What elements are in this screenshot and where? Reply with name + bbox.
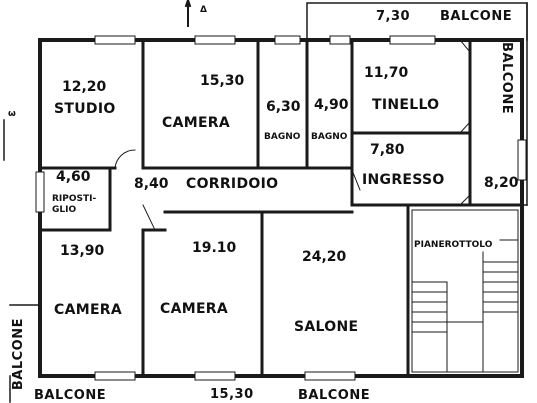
tinello-label: TINELLO: [372, 97, 440, 113]
bagno-2-area: 4,90: [314, 97, 349, 113]
ripostiglio-label: RIPOSTI- GLIO: [52, 194, 97, 215]
camera-top-area: 15,30: [200, 73, 245, 89]
balcony-bottom-label: BALCONE: [298, 388, 371, 403]
north-marker: [184, 0, 192, 27]
ingresso-area: 7,80: [370, 142, 405, 158]
outer-wall: [38, 38, 524, 378]
balcony-bottom-left-label: BALCONE: [34, 388, 107, 403]
camera-bl-label: CAMERA: [54, 302, 123, 318]
bagno-2-label: BAGNO: [311, 132, 348, 142]
staircase: [411, 209, 519, 373]
ripostiglio-area: 4,60: [56, 169, 91, 185]
balcony-right-area: 8,20: [484, 175, 519, 191]
tinello-area: 11,70: [364, 65, 409, 81]
north-marker-symbol: Δ: [200, 5, 207, 15]
windows: [35, 35, 527, 381]
camera-top-label: CAMERA: [162, 115, 231, 131]
corridoio-area: 8,40: [134, 176, 169, 192]
salone-label: SALONE: [294, 319, 359, 335]
balcony-right-label: BALCONE: [499, 42, 514, 115]
balcony-top-label: BALCONE: [440, 9, 513, 24]
interior-walls: [38, 38, 524, 378]
ingresso-label: INGRESSO: [362, 172, 445, 188]
bagno-1-area: 6,30: [266, 99, 301, 115]
pianerottolo-label: PIANEROTTOLO: [414, 240, 493, 250]
studio-label: STUDIO: [54, 101, 116, 117]
studio-area: 12,20: [62, 79, 107, 95]
camera-bl-area: 13,90: [60, 243, 105, 259]
side-marker-symbol: ω: [8, 109, 16, 119]
camera-bm-label: CAMERA: [160, 301, 229, 317]
doors: [114, 39, 471, 231]
balcony-left-label: BALCONE: [11, 318, 26, 391]
salone-area: 24,20: [302, 249, 347, 265]
corridoio-label: CORRIDOIO: [186, 176, 279, 192]
bagno-1-label: BAGNO: [264, 132, 301, 142]
balcony-top-area: 7,30: [376, 9, 411, 24]
camera-bm-area: 19.10: [192, 240, 237, 256]
balcony-bottom-area: 15,30: [210, 387, 254, 402]
